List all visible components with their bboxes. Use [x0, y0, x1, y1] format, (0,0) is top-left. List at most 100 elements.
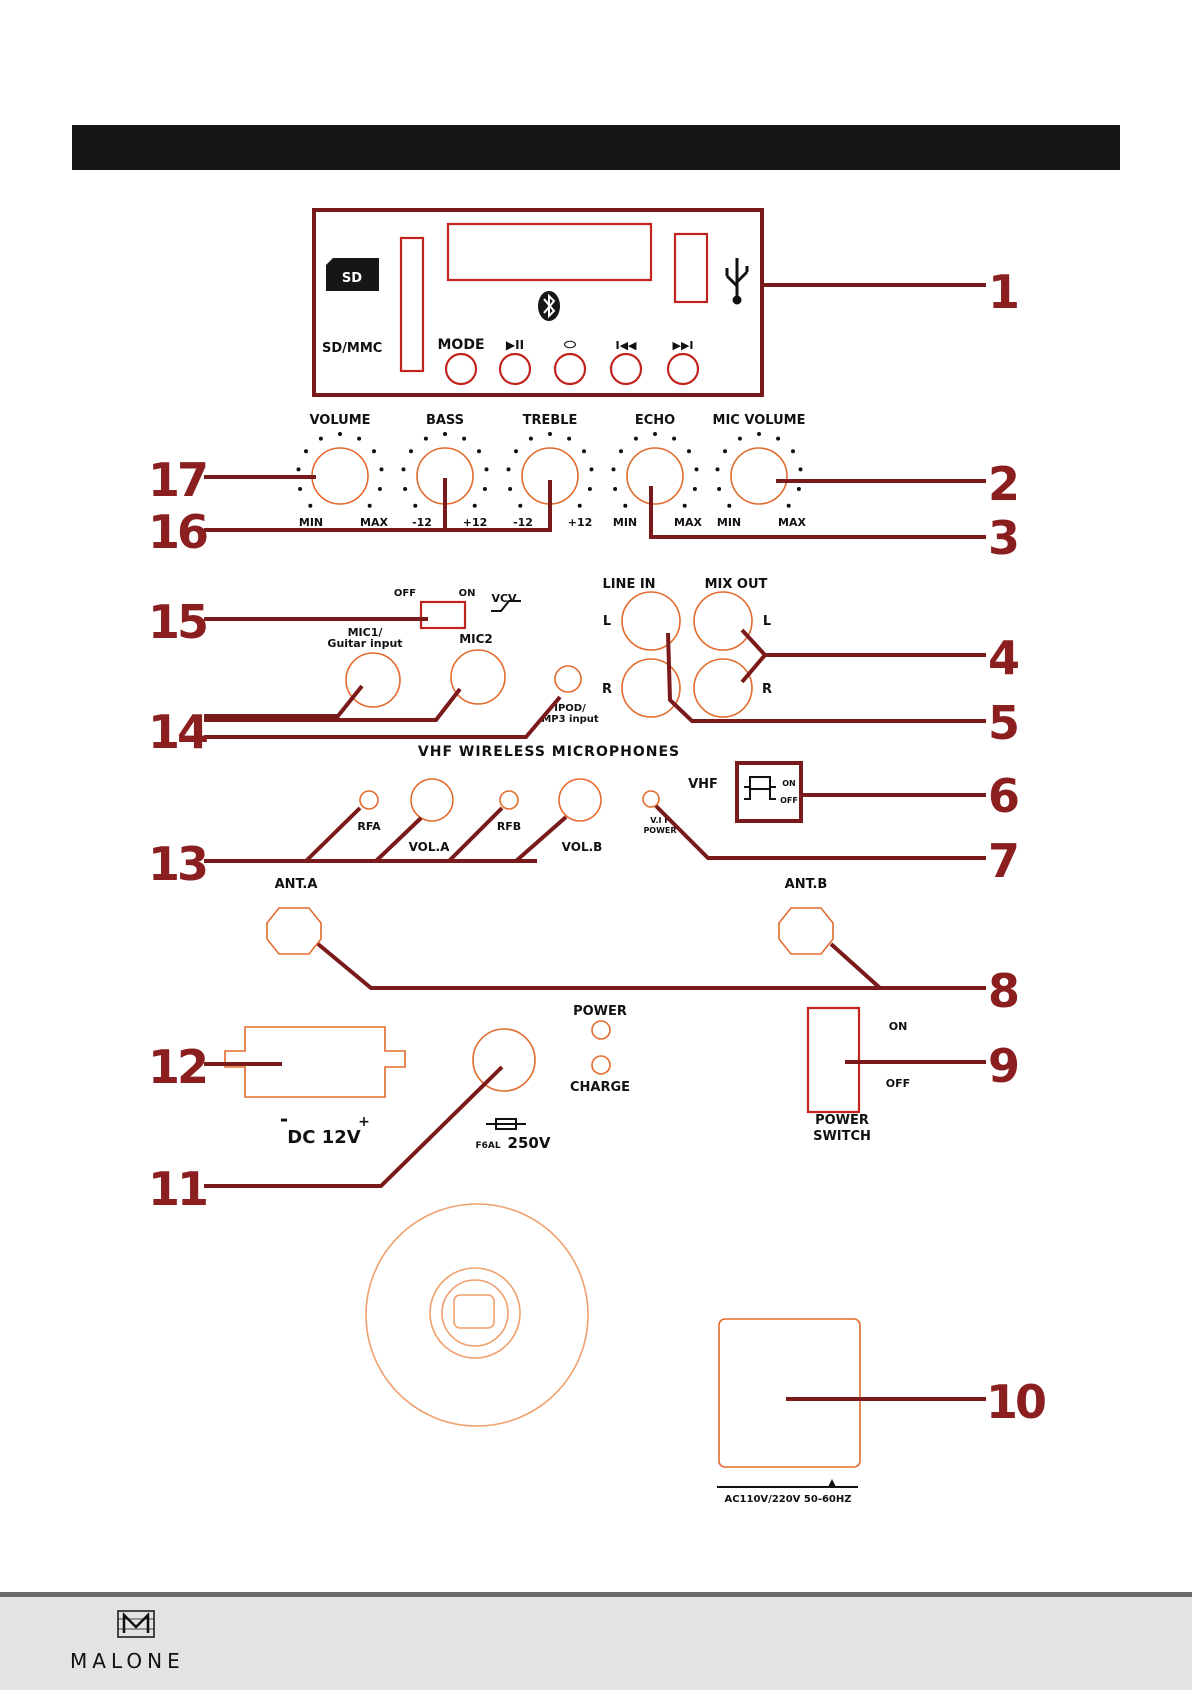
knob-scale-dot: [443, 432, 447, 436]
volume-min-label: MIN: [299, 516, 323, 529]
knob-scale-dot: [379, 467, 384, 472]
callout-12: 12: [148, 1040, 206, 1094]
page-footer: MALONE: [0, 1592, 1192, 1690]
dc-minus-label: -: [280, 1107, 288, 1131]
ac-power-socket[interactable]: [718, 1318, 861, 1468]
leader-11: [204, 1065, 504, 1188]
knob-scale-dot: [796, 487, 801, 491]
volume-label: VOLUME: [309, 413, 370, 428]
play-pause-button-label: ▶II: [506, 338, 524, 352]
dc-12v-socket[interactable]: [224, 1026, 406, 1098]
knob-scale-dot: [298, 487, 303, 491]
vhf-power-led: [642, 790, 660, 808]
vol-b-knob[interactable]: [558, 778, 602, 822]
dc-plus-label: +: [358, 1114, 370, 1130]
callout-16: 16: [148, 505, 207, 559]
line-in-left-jack[interactable]: [621, 591, 681, 651]
ipod-label-line1: IPOD/: [554, 703, 586, 714]
echo-knob[interactable]: [626, 447, 684, 505]
callout-13: 13: [148, 837, 206, 891]
mode-button[interactable]: [444, 352, 478, 386]
repeat-button-label: ⬭: [564, 337, 576, 353]
mic1-label-line2: Guitar input: [327, 637, 402, 650]
sd-card-slot[interactable]: [399, 236, 425, 373]
callout-5: 5: [988, 696, 1017, 750]
knob-scale-dot: [508, 487, 513, 491]
card-slot-label: SD/MMC: [322, 341, 382, 356]
knob-scale-dot: [472, 503, 477, 508]
knob-scale-dot: [403, 487, 408, 491]
usb-port[interactable]: [673, 232, 709, 304]
mic-volume-label: MIC VOLUME: [713, 413, 806, 428]
brand-name: MALONE: [70, 1649, 185, 1673]
mix-out-left-jack[interactable]: [693, 591, 753, 651]
callout-1: 1: [988, 265, 1017, 319]
mix-out-right-label: R: [762, 682, 772, 697]
knob-scale-dot: [296, 467, 301, 472]
dc-12v-label: DC 12V: [287, 1127, 360, 1148]
volume-knob[interactable]: [311, 447, 369, 505]
mix-out-label: MIX OUT: [705, 577, 768, 592]
rfb-led: [499, 790, 519, 810]
sd-card-icon: SD: [326, 258, 379, 291]
mic2-jack[interactable]: [450, 649, 506, 705]
power-on-label: ON: [889, 1020, 908, 1033]
callout-11: 11: [148, 1162, 206, 1216]
treble-plus-label: +12: [568, 516, 593, 529]
knob-scale-dot: [757, 432, 761, 436]
next-button[interactable]: [666, 352, 700, 386]
knob-scale-dot: [367, 503, 372, 508]
malone-logo-icon: [117, 1610, 155, 1638]
leader-3: [649, 486, 986, 539]
power-off-label: OFF: [886, 1077, 910, 1090]
knob-scale-dot: [528, 436, 533, 441]
mic-volume-knob[interactable]: [730, 447, 788, 505]
vhf-power-label-line1: V.I F: [650, 816, 669, 825]
repeat-button[interactable]: [553, 352, 587, 386]
line-in-label: LINE IN: [602, 577, 655, 592]
knob-scale-dot: [477, 449, 481, 454]
charge-led: [591, 1055, 611, 1075]
mic-volume-min-label: MIN: [717, 516, 741, 529]
vol-a-knob[interactable]: [410, 778, 454, 822]
mic2-label: MIC2: [459, 632, 493, 646]
rfa-label: RFA: [357, 820, 381, 833]
vcv-icon: [491, 600, 521, 612]
vhf-switch[interactable]: [744, 776, 776, 800]
line-in-left-label: L: [603, 614, 611, 629]
knob-scale-dot: [791, 449, 795, 454]
knob-scale-dot: [357, 436, 362, 441]
prev-button[interactable]: [609, 352, 643, 386]
treble-minus-label: -12: [513, 516, 533, 529]
ac-voltage-label: AC110V/220V 50-60HZ: [724, 1494, 851, 1505]
knob-scale-dot: [377, 487, 382, 491]
echo-max-label: MAX: [674, 516, 702, 529]
antenna-a-socket[interactable]: [266, 907, 322, 955]
line-in-right-jack[interactable]: [621, 658, 681, 718]
knob-scale-dot: [409, 449, 413, 454]
knob-scale-dot: [484, 467, 489, 472]
vcv-switch[interactable]: [419, 600, 467, 630]
fuse-holder[interactable]: [472, 1028, 536, 1092]
play-pause-button[interactable]: [498, 352, 532, 386]
usb-icon: [725, 258, 749, 305]
knob-scale-dot: [653, 432, 657, 436]
mix-out-right-jack[interactable]: [693, 658, 753, 718]
fuse-icon: [486, 1118, 526, 1130]
leader-16: [204, 478, 552, 532]
next-button-label: ▶▶I: [672, 339, 693, 352]
knob-scale-dot: [723, 449, 727, 454]
ipod-mp3-jack[interactable]: [554, 665, 582, 693]
leader-5: [666, 632, 986, 723]
knob-scale-dot: [518, 503, 523, 508]
callout-3: 3: [988, 511, 1017, 565]
ant-a-label: ANT.A: [275, 877, 318, 892]
knob-scale-dot: [672, 436, 677, 441]
knob-scale-dot: [589, 467, 594, 472]
bass-plus-label: +12: [463, 516, 488, 529]
antenna-b-socket[interactable]: [778, 907, 834, 955]
mic-volume-max-label: MAX: [778, 516, 806, 529]
callout-4: 4: [988, 631, 1018, 685]
mic1-guitar-jack[interactable]: [345, 652, 401, 708]
